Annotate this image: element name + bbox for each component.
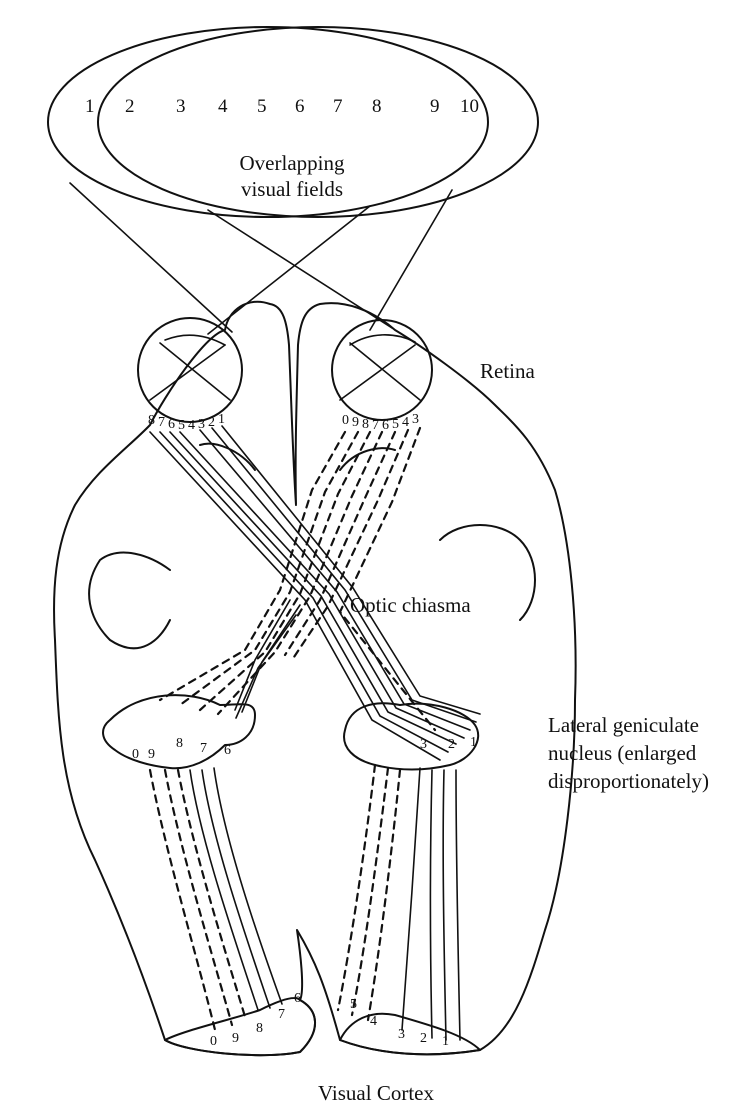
retina-number: 5 [392, 417, 399, 432]
left-lens [165, 335, 225, 345]
optic-radiations-left [150, 768, 282, 1030]
lgn-number: 8 [176, 736, 183, 751]
retina-number: 0 [342, 413, 349, 428]
cortex-number: 4 [370, 1014, 377, 1029]
lgn-label-line3: disproportionately) [548, 769, 709, 793]
retina-number: 7 [158, 415, 165, 430]
retina-number: 1 [218, 412, 225, 427]
cortex-number: 3 [398, 1027, 405, 1042]
field-number: 8 [372, 96, 382, 117]
overlap-label-line2: visual fields [241, 177, 343, 201]
left-lateral-geniculate-nucleus [103, 695, 255, 768]
retina-number: 4 [188, 418, 195, 433]
lgn-number: 6 [224, 743, 231, 758]
retina-number: 5 [178, 418, 185, 433]
retina-number: 8 [148, 413, 155, 428]
field-number: 6 [295, 96, 305, 117]
lgn-number: 2 [448, 737, 455, 752]
lgn-label-line2: nucleus (enlarged [548, 741, 697, 765]
cortex-number: 7 [278, 1007, 285, 1022]
field-number: 1 [85, 96, 95, 117]
right-lateral-geniculate-nucleus [344, 703, 478, 769]
visual-field-numbers: 1 2 3 4 5 6 7 8 9 10 [85, 96, 479, 117]
brain-outline [54, 302, 576, 1056]
overlap-label-line1: Overlapping [240, 151, 345, 175]
cortex-number: 5 [350, 997, 357, 1012]
cortex-number: 0 [210, 1034, 217, 1049]
lgn-label-line1: Lateral geniculate [548, 713, 699, 737]
field-number: 3 [176, 96, 186, 117]
retina-number: 3 [412, 412, 419, 427]
visual-cortex-label: Visual Cortex [318, 1081, 434, 1105]
lgn-number: 3 [420, 737, 427, 752]
optic-chiasma-label: Optic chiasma [350, 593, 471, 617]
right-lgn-numbers: 3 2 1 [420, 735, 477, 752]
cortex-number: 1 [442, 1034, 449, 1049]
retina-number: 7 [372, 418, 379, 433]
field-number: 9 [430, 96, 440, 117]
lgn-number: 9 [148, 747, 155, 762]
lgn-number: 7 [200, 741, 207, 756]
retina-label: Retina [480, 359, 535, 383]
cortex-number: 9 [232, 1031, 239, 1046]
retina-number: 6 [168, 417, 175, 432]
right-frontal-fold [340, 448, 395, 470]
left-temporal-lobe [89, 553, 170, 649]
left-visual-cortex [165, 998, 315, 1055]
field-number: 4 [218, 96, 228, 117]
projection-lines [70, 183, 452, 334]
lgn-number: 1 [470, 735, 477, 750]
dashed-optic-fibers [160, 428, 435, 730]
field-number: 2 [125, 96, 135, 117]
cortex-number: 2 [420, 1031, 427, 1046]
field-number: 7 [333, 96, 343, 117]
right-cortex-numbers: 5 4 3 2 1 [350, 997, 449, 1049]
solid-ipsi-fibers [235, 600, 300, 718]
retina-number: 4 [402, 415, 409, 430]
retina-number: 8 [362, 417, 369, 432]
retina-number: 3 [198, 417, 205, 432]
cortex-number: 6 [294, 991, 301, 1006]
field-number: 5 [257, 96, 267, 117]
lgn-number: 0 [132, 747, 139, 762]
cortex-number: 8 [256, 1021, 263, 1036]
left-lgn-numbers: 0 9 8 7 6 [132, 736, 231, 762]
retina-number: 6 [382, 418, 389, 433]
retina-number: 9 [352, 415, 359, 430]
field-number: 10 [460, 96, 479, 117]
